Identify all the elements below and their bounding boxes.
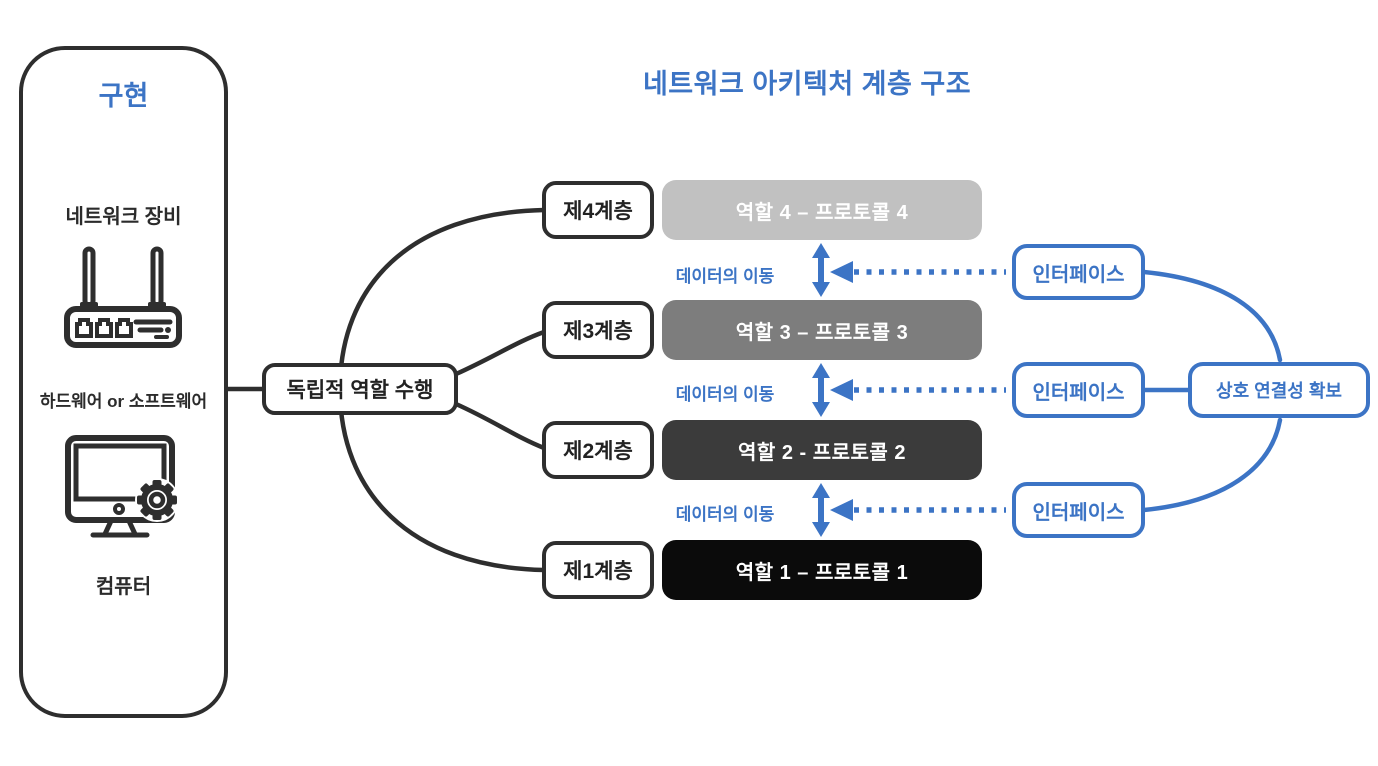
interface-box-1: 인터페이스 (1012, 244, 1145, 300)
independent-role-box: 독립적 역할 수행 (262, 363, 458, 415)
role-bar-3: 역할 3 – 프로토콜 3 (662, 300, 982, 360)
implementation-panel: 구현 네트워크 장비 하드웨어 or 소프트웨어 (19, 46, 228, 718)
page-title: 네트워크 아키텍처 계층 구조 (642, 69, 972, 99)
data-flow-label-1: 데이터의 이동 (675, 267, 775, 286)
interconnect-box: 상호 연결성 확보 (1188, 362, 1370, 418)
interface-dotted-arrow-3 (830, 499, 1006, 521)
router-icon (63, 246, 184, 355)
interface-box-2: 인터페이스 (1012, 362, 1145, 418)
implementation-panel-title: 구현 (98, 81, 149, 111)
role-bar-2: 역할 2 - 프로토콜 2 (662, 420, 982, 480)
data-flow-arrow-3 (812, 483, 830, 537)
network-device-label: 네트워크 장비 (65, 206, 182, 228)
interface-dotted-arrow-1 (830, 261, 1006, 283)
interface3-interconnect-curve (1141, 417, 1283, 513)
tier-box-1: 제1계층 (542, 541, 654, 599)
hub-tier2-connector (453, 401, 547, 451)
role-bar-1: 역할 1 – 프로토콜 1 (662, 540, 982, 600)
tier-box-2: 제2계층 (542, 421, 654, 479)
data-flow-label-3: 데이터의 이동 (675, 505, 775, 524)
data-flow-arrow-1 (812, 243, 830, 297)
hardware-software-label: 하드웨어 or 소프트웨어 (39, 392, 208, 411)
tier-box-3: 제3계층 (542, 301, 654, 359)
computer-label: 컴퓨터 (95, 576, 152, 598)
interface1-interconnect-curve (1141, 269, 1283, 363)
data-flow-label-2: 데이터의 이동 (675, 385, 775, 404)
hub-tier3-connector (453, 329, 547, 377)
role-bar-4: 역할 4 – 프로토콜 4 (662, 180, 982, 240)
data-flow-arrow-2 (812, 363, 830, 417)
interface-box-3: 인터페이스 (1012, 482, 1145, 538)
interface-dotted-arrow-2 (830, 379, 1006, 401)
tier-box-4: 제4계층 (542, 181, 654, 239)
computer-gear-icon (54, 434, 194, 555)
